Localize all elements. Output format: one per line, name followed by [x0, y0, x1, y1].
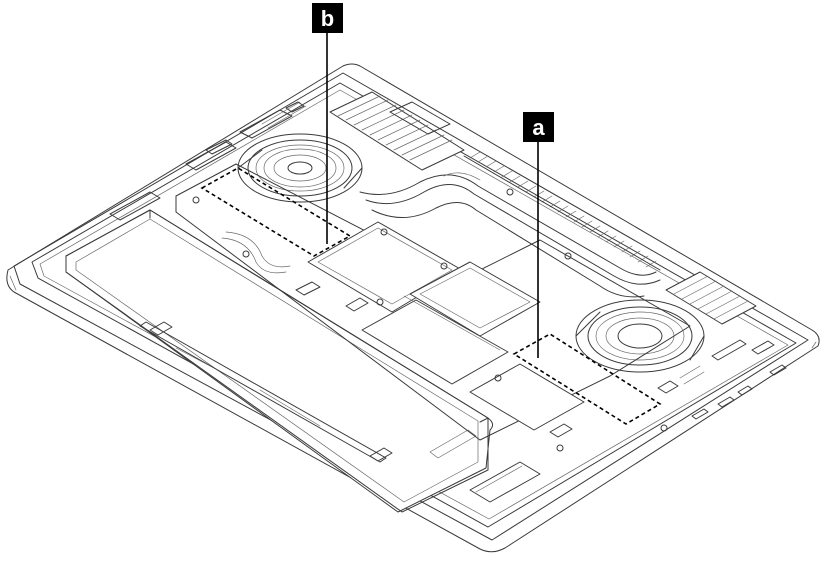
heat-pipes — [359, 172, 661, 298]
callout-a-box — [523, 112, 554, 142]
left-fan — [237, 133, 363, 203]
right-heat-fins — [665, 271, 757, 325]
callout-b-box — [312, 3, 343, 33]
rear-vent-grille — [463, 151, 661, 271]
slot-a-outline — [512, 333, 662, 425]
callout-b-label: b — [321, 6, 334, 31]
right-fan — [575, 299, 705, 373]
callout-b: b — [312, 3, 343, 244]
callout-a: a — [523, 112, 554, 358]
left-side-parts — [109, 101, 307, 221]
callout-a-label: a — [532, 115, 545, 140]
right-side-ports — [679, 339, 787, 420]
chassis-inner-tray — [31, 82, 797, 528]
battery — [65, 209, 494, 513]
mainboard — [175, 163, 691, 452]
front-rails — [139, 321, 541, 503]
left-heat-fins — [329, 91, 465, 171]
